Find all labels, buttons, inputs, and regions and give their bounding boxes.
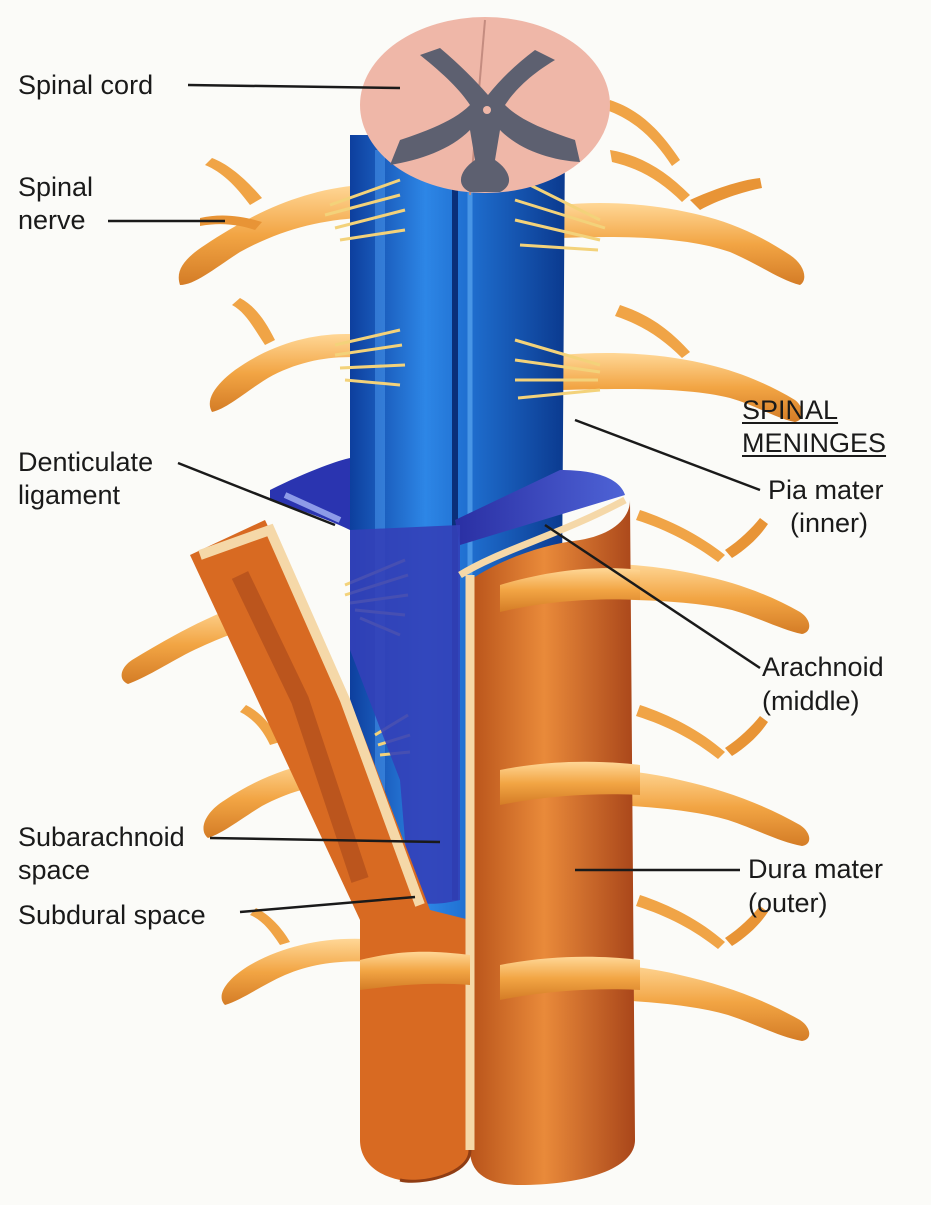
label-spinal-meninges-line1: SPINAL xyxy=(742,395,839,425)
label-spinal-nerve-line2: nerve xyxy=(18,205,86,235)
spinal-nerve-left-5 xyxy=(221,908,380,1005)
dura-mater xyxy=(190,496,635,1185)
label-dura-mater-line1: Dura mater xyxy=(748,854,884,884)
label-spinal-nerve-line1: Spinal xyxy=(18,172,94,202)
spinal-nerve-left-3 xyxy=(121,605,252,684)
spinal-nerve-right-2 xyxy=(560,305,803,422)
spinal-cord-cross-section xyxy=(360,17,610,196)
spinal-nerve-front-roots xyxy=(360,568,640,1000)
label-subarachnoid-line2: space xyxy=(18,855,91,885)
spinal-nerve-right-1 xyxy=(560,100,805,285)
label-spinal-cord: Spinal cord xyxy=(18,70,154,100)
label-denticulate-line1: Denticulate xyxy=(18,447,154,477)
label-dura-mater-line2: (outer) xyxy=(748,888,828,918)
label-arachnoid-line2: (middle) xyxy=(762,686,860,716)
label-arachnoid-line1: Arachnoid xyxy=(762,652,884,682)
label-spinal-meninges-line2: MENINGES xyxy=(742,428,887,458)
label-subdural-space: Subdural space xyxy=(18,900,206,930)
label-subarachnoid-line1: Subarachnoid xyxy=(18,822,185,852)
label-pia-mater-line2: (inner) xyxy=(790,508,869,538)
spinal-nerve-left-1 xyxy=(178,158,360,285)
label-pia-mater-line1: Pia mater xyxy=(768,475,884,505)
label-denticulate-line2: ligament xyxy=(18,480,121,510)
leader-lines xyxy=(108,83,761,914)
spinal-nerve-left-2 xyxy=(209,298,365,412)
